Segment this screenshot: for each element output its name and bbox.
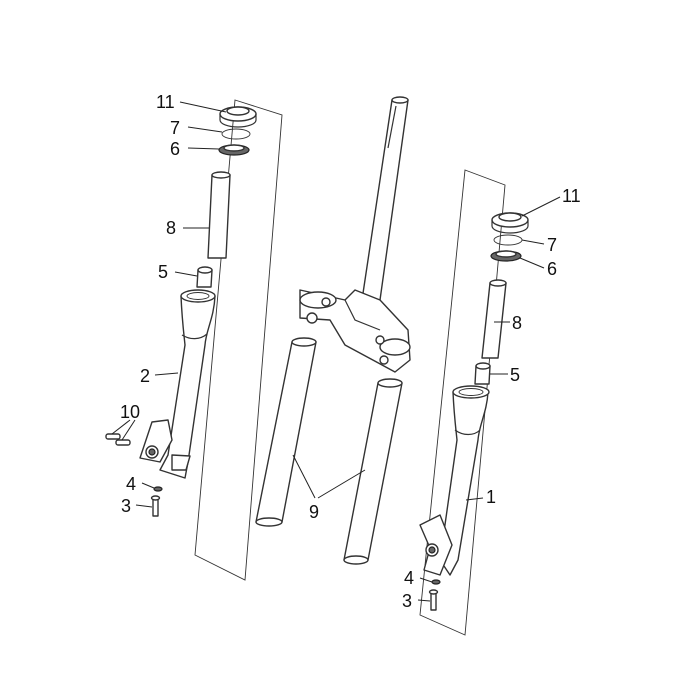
left-axle-bolt: [150, 495, 161, 517]
inner-tube-right: [343, 378, 403, 565]
callout-8-right: 8: [512, 313, 522, 333]
callout-11-right: 11: [562, 186, 581, 206]
callout-10: 10: [120, 402, 140, 422]
right-slider: [439, 385, 490, 576]
callout-5-right: 5: [510, 365, 520, 385]
left-o-ring: [221, 128, 251, 140]
right-o-ring: [493, 234, 523, 246]
left-spring-tube: [207, 171, 231, 259]
left-assembly-outline: [194, 99, 283, 581]
left-seal-ring: [218, 144, 250, 156]
triple-clamp: [299, 289, 411, 373]
left-top-cap: [219, 106, 257, 128]
callout-3-left: 3: [121, 496, 131, 516]
right-bushing: [474, 362, 491, 385]
callout-8-left: 8: [166, 218, 176, 238]
right-washer: [431, 579, 441, 585]
callout-5-left: 5: [158, 262, 168, 282]
left-caliper-mount: [139, 419, 191, 471]
callout-4-left: 4: [126, 474, 136, 494]
right-assembly-outline: [419, 169, 506, 636]
right-axle-bolt: [428, 589, 439, 611]
steering-stem: [361, 96, 409, 301]
callout-11-left: 11: [156, 92, 175, 112]
right-seal-ring: [490, 250, 522, 262]
callout-9: 9: [309, 502, 319, 522]
inner-tube-left: [255, 337, 317, 527]
left-caliper-bolts: [105, 433, 131, 446]
callout-6-right: 6: [547, 259, 557, 279]
callout-6-left: 6: [170, 139, 180, 159]
left-washer: [153, 486, 163, 492]
right-top-cap: [491, 212, 529, 234]
callout-3-right: 3: [402, 591, 412, 611]
leader-lines: [111, 101, 561, 602]
left-slider: [159, 289, 216, 479]
callout-1: 1: [486, 487, 496, 507]
callout-4-right: 4: [404, 568, 414, 588]
left-bushing: [196, 266, 213, 288]
callout-2: 2: [140, 366, 150, 386]
callout-7-left: 7: [170, 118, 180, 138]
right-spring-tube: [481, 279, 507, 359]
right-caliper-mount: [419, 514, 453, 576]
callout-7-right: 7: [547, 235, 557, 255]
